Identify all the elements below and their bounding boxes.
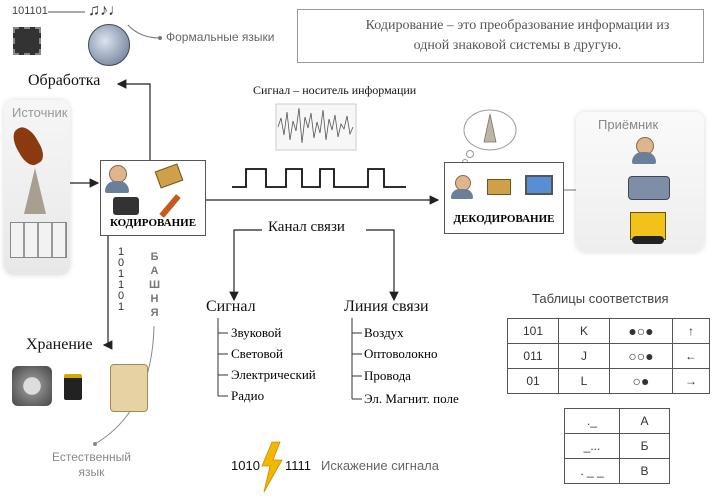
word-letter: Н	[150, 293, 159, 305]
pencil-icon	[159, 194, 181, 218]
binary-top: 101101	[12, 5, 48, 17]
tables-title: Таблицы соответствия	[532, 291, 669, 306]
table-cell: А	[619, 408, 670, 434]
signal-type-item: Световой	[231, 346, 284, 361]
table-cell: J	[558, 343, 610, 369]
binary-digit: 1	[118, 279, 125, 291]
vertical-binary: 1 0 1 1 0 1	[118, 247, 124, 313]
table-row: ._ А	[564, 408, 670, 434]
distortion-right-code: 1111	[285, 458, 312, 473]
binary-digit: 0	[118, 257, 125, 269]
table-cell-dots: ○●	[609, 368, 673, 394]
brain-icon	[88, 24, 130, 66]
table-row: 011 J ○○● ←	[507, 343, 710, 369]
word-letter: А	[150, 265, 159, 277]
binary-digit: 1	[118, 268, 125, 280]
source-label: Источник	[12, 105, 68, 120]
chip-icon	[154, 163, 184, 189]
binary-digit: 1	[118, 301, 125, 313]
table-cell: 01	[507, 368, 559, 394]
formal-languages-label: Формальные языки	[166, 30, 275, 44]
line-type-item: Воздух	[364, 325, 404, 340]
decoding-label: ДЕКОДИРОВАНИЕ	[453, 213, 555, 225]
correspondence-table-1: 101 K ●○● ↑ 011 J ○○● ← 01 L ○● →	[507, 318, 710, 394]
line-title: Линия связи	[344, 298, 429, 315]
table-row: 101 K ●○● ↑	[507, 318, 710, 344]
table-cell: В	[619, 458, 670, 484]
definition-text: Кодирование – это преобразование информа…	[365, 18, 670, 53]
music-notes-icon: ♫♪♩	[88, 2, 124, 19]
word-letter: Я	[150, 307, 159, 319]
receiver-label: Приёмник	[598, 117, 659, 132]
distortion-left-code: 1010	[231, 458, 260, 473]
line-type-item: Провода	[364, 368, 411, 383]
scroll-icon	[110, 364, 148, 412]
table-cell: 011	[507, 343, 559, 369]
natural-language-line: Естественный	[52, 450, 131, 464]
line-type-item: Оптоволокно	[364, 346, 438, 361]
table-cell: _...	[564, 433, 620, 459]
eiffel-tower-icon	[24, 168, 46, 214]
person-body-icon	[451, 189, 473, 199]
forklift-wheels-icon	[632, 236, 664, 244]
word-letter: Ш	[149, 279, 161, 291]
correspondence-table-2: ._ А _... Б . _ _ В	[564, 408, 670, 484]
table-cell: Б	[619, 433, 670, 459]
person-body-icon	[105, 181, 129, 193]
hard-drive-icon	[12, 366, 52, 406]
table-cell: K	[558, 318, 610, 344]
chip-icon	[487, 179, 511, 195]
monitor-icon	[525, 175, 553, 195]
line-type-item: Эл. Магнит. поле	[364, 391, 459, 406]
decoding-box: ДЕКОДИРОВАНИЕ	[444, 162, 564, 234]
table-row: _... Б	[564, 433, 670, 459]
natural-language-line: язык	[78, 465, 105, 479]
table-cell-dots: ●○●	[609, 318, 673, 344]
signal-type-item: Электрический	[231, 367, 316, 382]
processing-label: Обработка	[28, 72, 101, 89]
table-cell: L	[558, 368, 610, 394]
motor-icon	[628, 176, 670, 200]
memory-card-icon	[64, 374, 82, 400]
table-cell: . _ _	[564, 458, 620, 484]
signal-carrier-label: Сигнал – носитель информации	[253, 83, 417, 97]
keyboard-icon	[10, 222, 67, 258]
camera-icon	[113, 197, 139, 215]
word-letter: Б	[150, 251, 159, 263]
binary-digit: 1	[118, 246, 125, 258]
signal-type-item: Звуковой	[231, 325, 282, 340]
chip-icon	[13, 27, 41, 55]
signal-title: Сигнал	[206, 298, 256, 315]
natural-language-label: Естественный язык	[52, 450, 131, 480]
table-cell-dots: ○○●	[609, 343, 673, 369]
encoding-label: КОДИРОВАНИЕ	[109, 217, 197, 229]
encoding-box: КОДИРОВАНИЕ	[100, 160, 206, 236]
definition-box: Кодирование – это преобразование информа…	[297, 9, 704, 63]
person-body-icon	[632, 152, 656, 164]
channel-label: Канал связи	[268, 219, 345, 235]
signal-type-item: Радио	[231, 388, 265, 403]
table-cell-arrow: ←	[672, 343, 710, 369]
binary-digit: 0	[118, 290, 125, 302]
table-cell: ._	[564, 408, 620, 434]
table-cell: 101	[507, 318, 559, 344]
table-cell-arrow: →	[672, 368, 710, 394]
table-cell-arrow: ↑	[672, 318, 710, 344]
table-row: 01 L ○● →	[507, 368, 710, 394]
table-row: . _ _ В	[564, 458, 670, 484]
storage-label: Хранение	[26, 336, 93, 353]
distortion-label: Искажение сигнала	[321, 458, 439, 473]
vertical-word: Б А Ш Н Я	[149, 250, 160, 320]
